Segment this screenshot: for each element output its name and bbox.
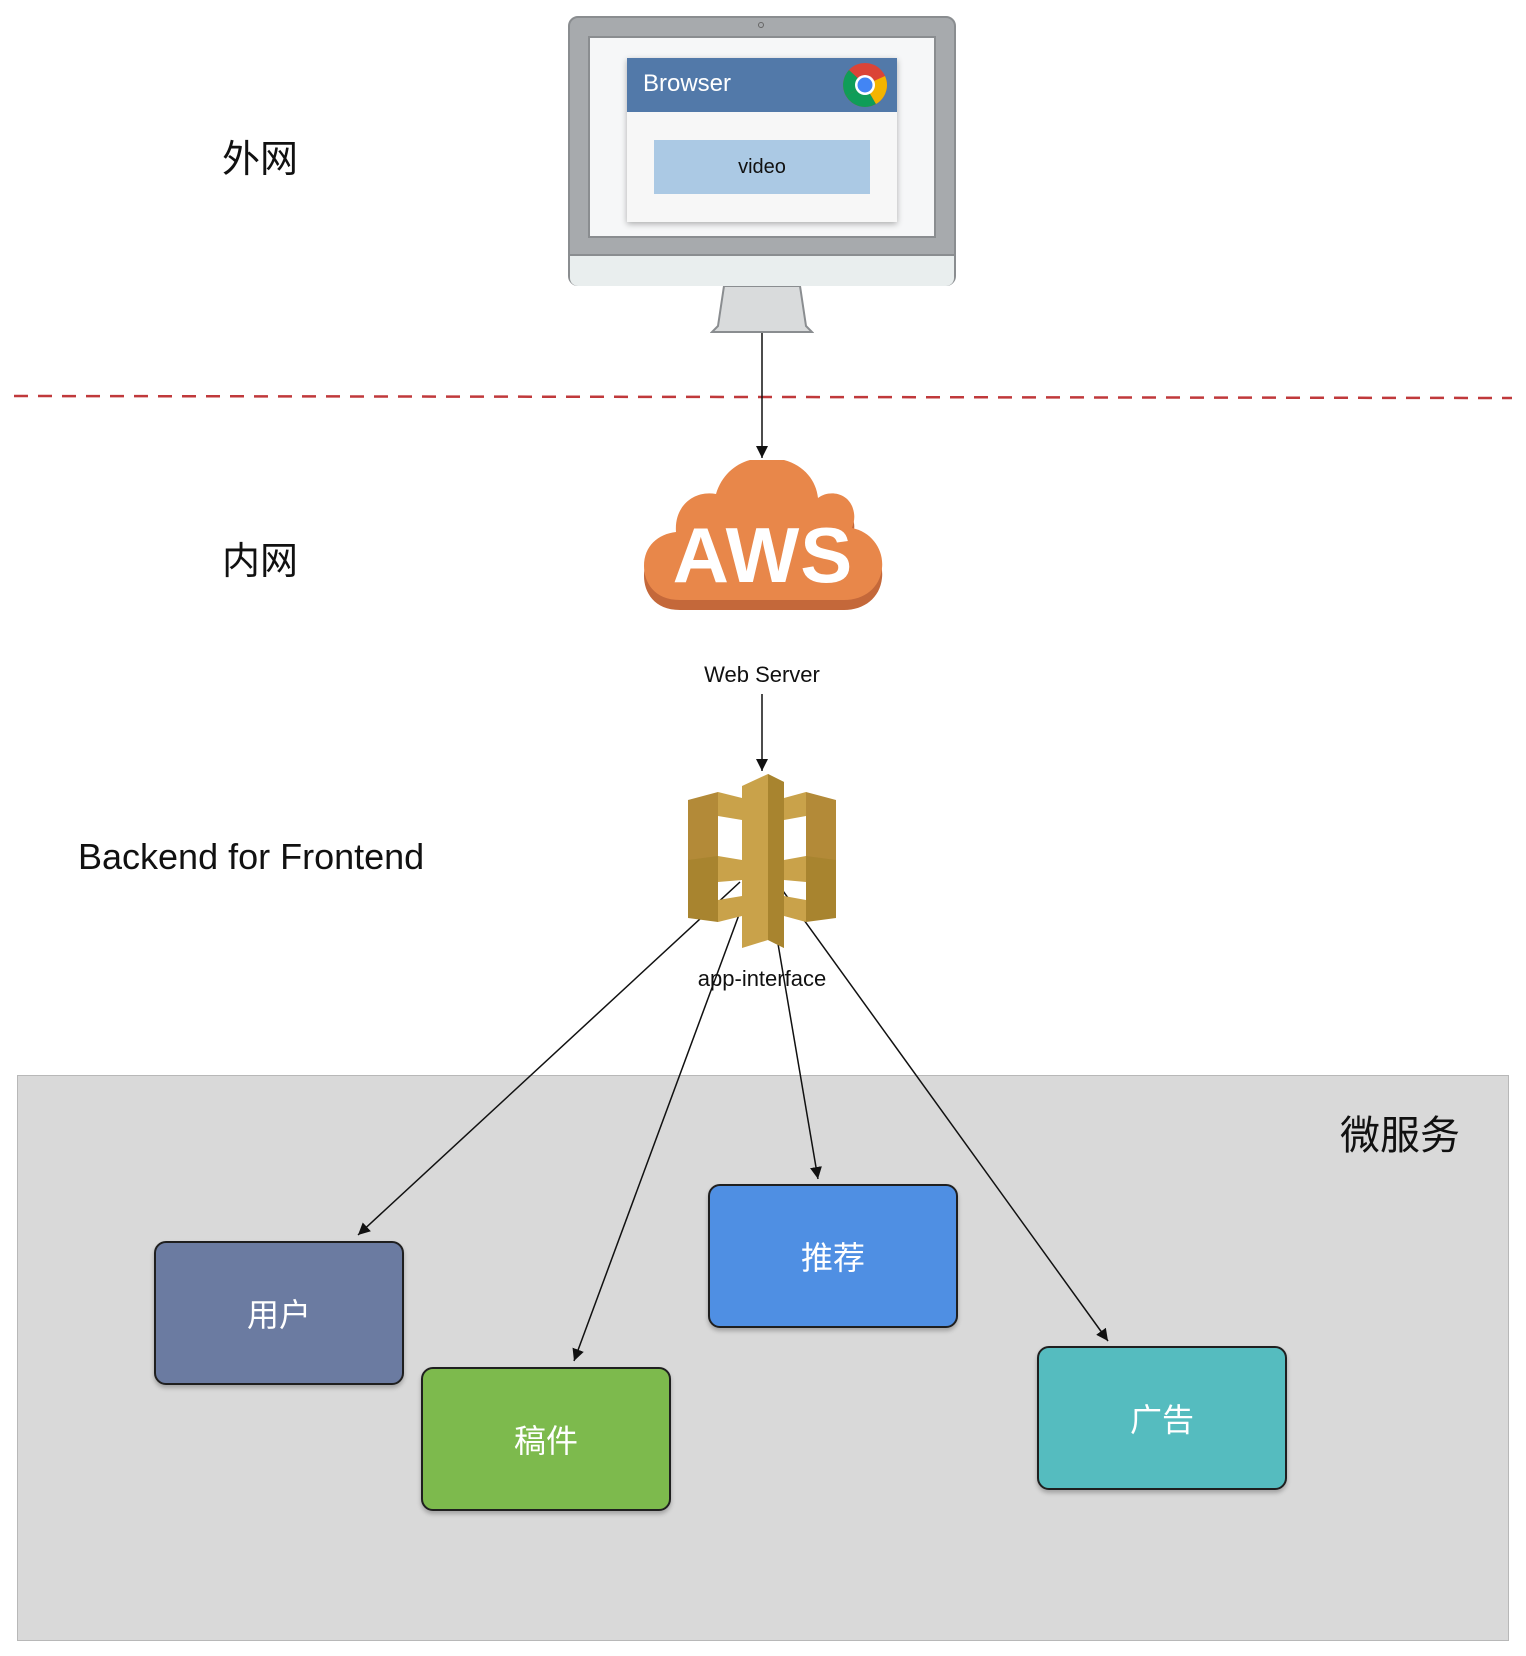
service-manuscript: 稿件 <box>421 1367 671 1511</box>
service-ads-label: 广告 <box>1129 1401 1194 1439</box>
aws-logo-text: AWS <box>672 511 854 599</box>
aws-cloud-icon <box>644 460 883 610</box>
chrome-icon <box>843 63 887 107</box>
service-user-label: 用户 <box>246 1296 311 1334</box>
service-recommend: 推荐 <box>708 1184 958 1328</box>
web-server-label: Web Server <box>704 662 820 687</box>
video-element: video <box>654 140 870 194</box>
browser-title: Browser <box>643 70 732 97</box>
service-user: 用户 <box>154 1241 404 1385</box>
zone-label-microservices: 微服务 <box>1340 1113 1460 1159</box>
arrow-gateway-to-user <box>357 881 741 1236</box>
api-gateway-icon <box>688 774 836 948</box>
zone-label-external: 外网 <box>222 137 299 181</box>
zone-label-internal: 内网 <box>222 539 299 583</box>
arrow-gateway-to-recommend <box>775 931 822 1180</box>
service-manuscript-label: 稿件 <box>513 1422 578 1460</box>
service-recommend-label: 推荐 <box>800 1239 865 1277</box>
arrow-gateway-to-ads <box>777 883 1109 1342</box>
monitor-chin <box>570 254 954 286</box>
network-boundary-line <box>13 394 1513 400</box>
gateway-label: app-interface <box>697 966 827 991</box>
service-ads: 广告 <box>1037 1346 1287 1490</box>
arrow-gateway-to-manuscript <box>572 911 741 1362</box>
zone-label-bff: Backend for Frontend <box>78 836 425 877</box>
camera-icon <box>758 22 764 28</box>
browser-window: Browser video <box>627 58 897 222</box>
video-label: video <box>738 155 786 178</box>
monitor-stand <box>710 286 814 333</box>
browser-titlebar: Browser <box>627 58 897 112</box>
